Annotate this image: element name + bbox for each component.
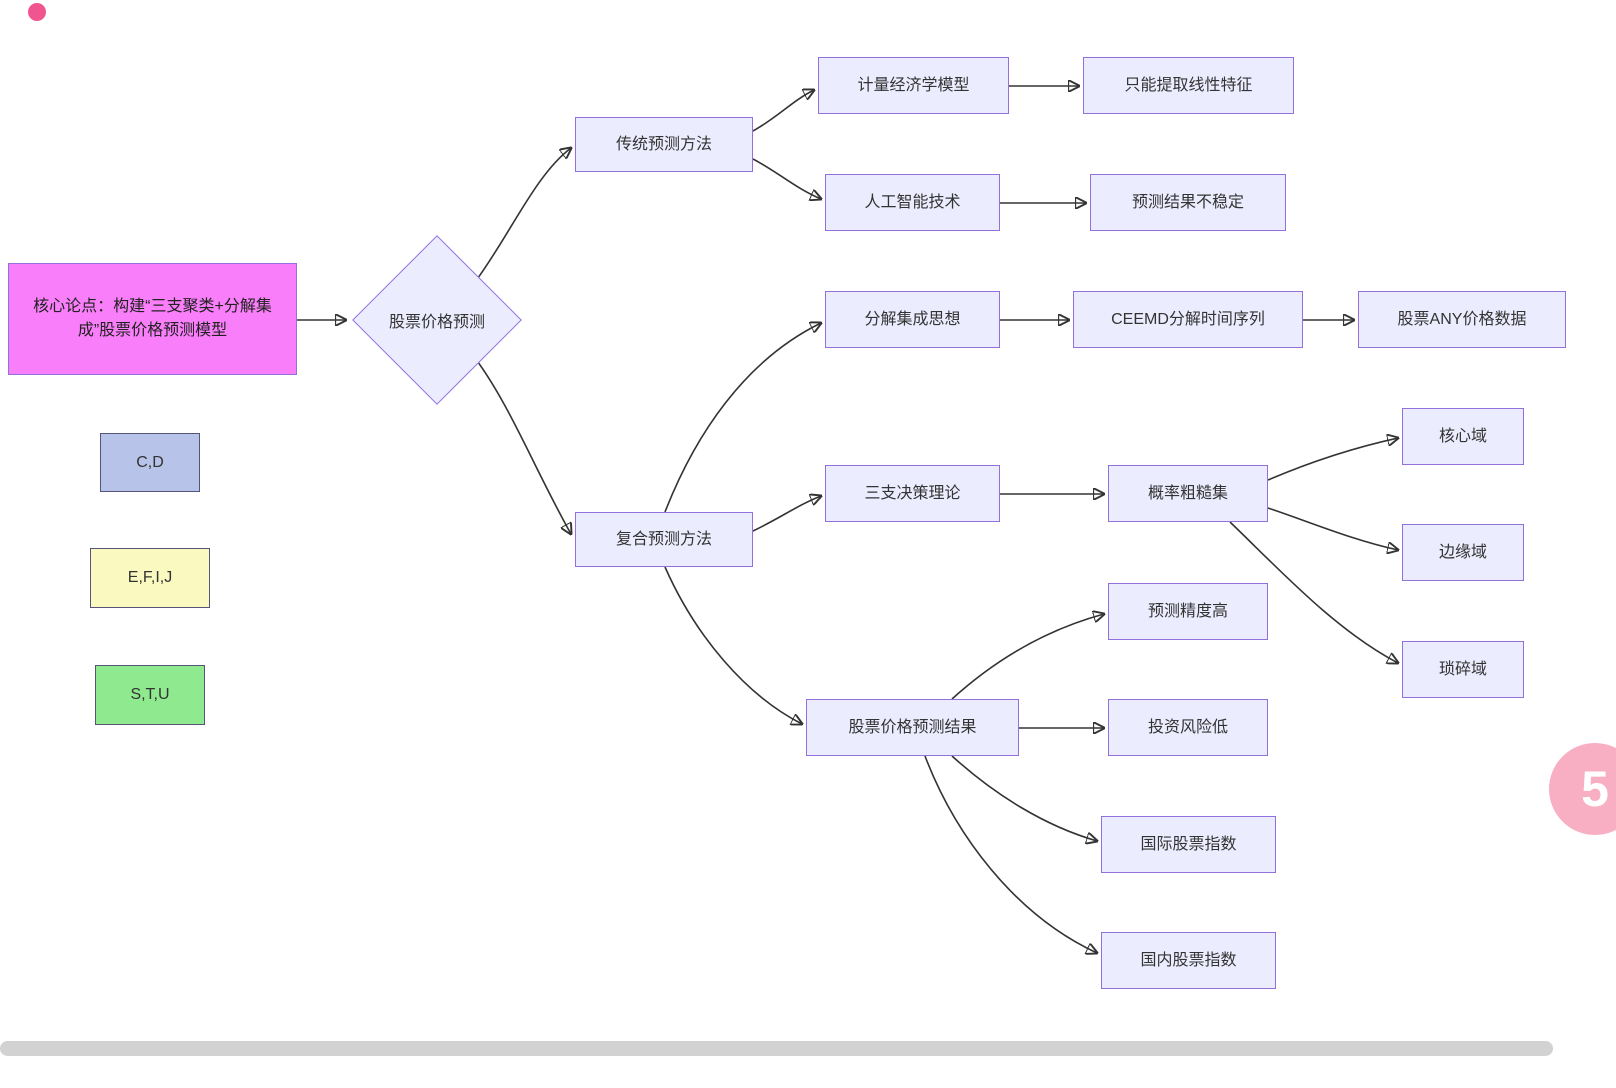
- node-decomposition-ensemble: 分解集成思想: [825, 291, 1000, 348]
- edge-composite-decomposition: [664, 323, 821, 513]
- node-econometric-model: 计量经济学模型: [818, 57, 1009, 114]
- node-core-thesis: 核心论点：构建“三支聚类+分解集成”股票价格预测模型: [8, 263, 297, 375]
- node-traditional-methods: 传统预测方法: [575, 117, 753, 172]
- node-probabilistic-rough-set: 概率粗糙集: [1108, 465, 1268, 522]
- node-domestic-stock-index: 国内股票指数: [1101, 932, 1276, 989]
- edge-result-intl: [951, 755, 1097, 841]
- edge-traditional-econometric: [752, 90, 814, 132]
- node-unstable-results: 预测结果不稳定: [1090, 174, 1286, 231]
- edge-result-accuracy: [951, 614, 1104, 700]
- node-low-investment-risk: 投资风险低: [1108, 699, 1268, 756]
- node-root-label: 股票价格预测: [388, 314, 485, 331]
- node-any-price-data: 股票ANY价格数据: [1358, 291, 1566, 348]
- node-linear-features-only: 只能提取线性特征: [1083, 57, 1294, 114]
- legend-item-stu: S,T,U: [95, 665, 205, 725]
- node-ai-technology: 人工智能技术: [825, 174, 1000, 231]
- edge-composite-result: [664, 566, 802, 724]
- node-root-decision: 股票价格预测: [352, 235, 522, 405]
- node-international-stock-index: 国际股票指数: [1101, 816, 1276, 873]
- edge-traditional-ai: [752, 158, 821, 199]
- node-high-accuracy: 预测精度高: [1108, 583, 1268, 640]
- legend-item-cd: C,D: [100, 433, 200, 492]
- edge-result-domestic: [924, 755, 1097, 953]
- floating-badge[interactable]: 5: [1549, 743, 1616, 835]
- node-composite-methods: 复合预测方法: [575, 512, 753, 567]
- node-three-way-decision: 三支决策理论: [825, 465, 1000, 522]
- horizontal-scrollbar[interactable]: [0, 1041, 1553, 1056]
- edge-probrough-boundary: [1267, 507, 1398, 550]
- edge-probrough-core: [1267, 438, 1398, 481]
- pink-dot-marker: [28, 3, 46, 21]
- edge-composite-threeway: [752, 496, 821, 532]
- node-ceemd-time-series: CEEMD分解时间序列: [1073, 291, 1303, 348]
- node-core-domain: 核心域: [1402, 408, 1524, 465]
- node-boundary-domain: 边缘域: [1402, 524, 1524, 581]
- node-prediction-results: 股票价格预测结果: [806, 699, 1019, 756]
- node-trivial-domain: 琐碎域: [1402, 641, 1524, 698]
- legend-item-efij: E,F,I,J: [90, 548, 210, 608]
